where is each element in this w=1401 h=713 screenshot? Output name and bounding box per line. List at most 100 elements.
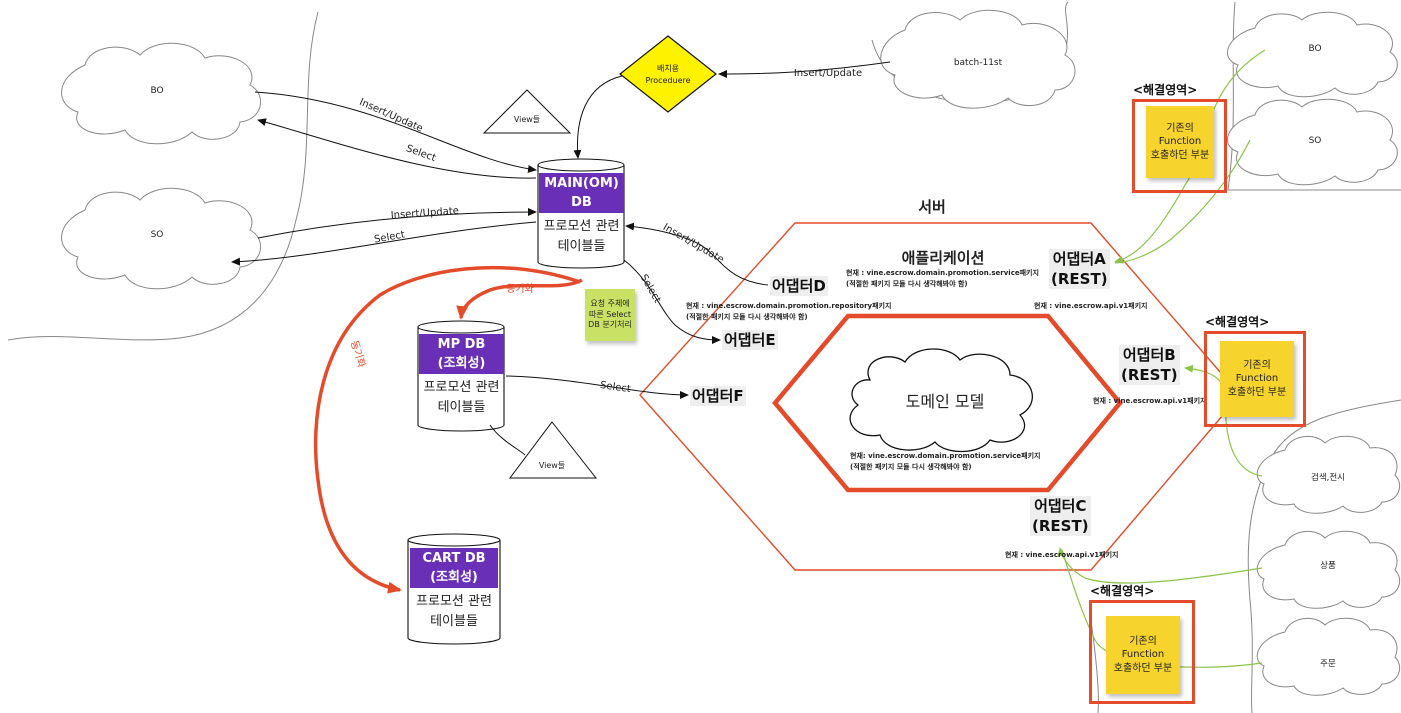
diamond-label-2: Proceduere (645, 76, 690, 85)
edge-label-adapterD-insert: Insert/Update (661, 222, 726, 266)
connectors (231, 61, 891, 456)
note-repository-line2: (적절한 패키지 모듈 다시 생각해봐야 함) (686, 313, 808, 321)
main-db-header: MAIN(OM) DB (539, 173, 624, 213)
adapter-c-type: (REST) (1032, 517, 1089, 535)
diamond-label-1: 배치용 (657, 64, 679, 73)
edge-label-so-select: Select (373, 229, 405, 245)
cloud-label-bo-right: BO (1308, 44, 1321, 54)
edge-bo-select (257, 118, 537, 179)
solution-area-box-1 (1132, 99, 1227, 193)
domain-hexagon (772, 313, 1123, 493)
edge-so-insert (257, 208, 537, 239)
cloud-label-order: 주문 (1320, 659, 1336, 669)
mp-db-head2: (조회성) (437, 356, 486, 371)
edge-label-batch-insert: Insert/Update (794, 68, 862, 79)
edge-label-bo-select: Select (404, 143, 437, 164)
sync-arrows (313, 265, 583, 594)
adapter-d: 어댑터D (770, 276, 828, 296)
green-order-to-c (1061, 549, 1263, 668)
note-repository-line1: 현재 : vine.escrow.domain.promotion.reposi… (686, 302, 892, 310)
cart-db-body2: 테이블들 (430, 614, 478, 629)
edge-so-select (231, 221, 537, 266)
solution-sticky-3-line2: Function (1121, 649, 1165, 661)
cloud-shapes (61, 9, 1400, 696)
solution-sticky-2: 기존의 Function 호출하던 부분 (1220, 341, 1294, 417)
note-adapter-b: 현재 : vine.escrow.api.v1패키지 (1093, 396, 1206, 407)
main-db-head1: MAIN(OM) (544, 176, 619, 191)
cart-db-body1: 프로모션 관련 (416, 594, 492, 609)
application-label: 애플리케이션 (902, 249, 985, 267)
edge-view-mp (489, 424, 526, 456)
adapter-b: 어댑터B (REST) (1119, 345, 1180, 385)
cloud-search (1256, 435, 1400, 514)
view-label-bottom: View들 (539, 461, 565, 470)
edge-label-main-select: Select (638, 273, 663, 305)
edge-label-bo-insert: Insert/Update (358, 97, 425, 135)
green-note: 요청 주체에 따른 Select DB 분기처리 (585, 289, 635, 341)
adapter-f: 어댑터F (690, 386, 746, 406)
sync-arrow-cart (313, 265, 581, 594)
solution-area-box-3 (1089, 600, 1195, 704)
edge-batch-to-diamond (718, 61, 891, 78)
cloud-label-product: 상품 (1320, 560, 1336, 571)
edge-label-sync2: 동기화 (348, 339, 368, 369)
solution-area-box-2 (1204, 331, 1306, 427)
solution-sticky-2-line2: Function (1235, 373, 1279, 385)
adapter-c: 어댑터C (REST) (1030, 496, 1091, 536)
cloud-label-search: 검색,전시 (1311, 472, 1345, 483)
solution-sticky-2-line3: 호출하던 부분 (1227, 386, 1287, 398)
main-db: MAIN(OM) DB 프로모션 관련 테이블들 (539, 173, 624, 257)
cart-db: CART DB (조회성) 프로모션 관련 테이블들 (410, 548, 498, 632)
solution-sticky-1-line1: 기존의 (1166, 122, 1194, 134)
adapter-c-name: 어댑터C (1034, 497, 1087, 515)
cloud-bo-left (61, 42, 261, 145)
cloud-so-right (1227, 98, 1398, 186)
solution-sticky-2-line1: 기존의 (1243, 359, 1271, 371)
edge-label-mp-select: Select (599, 380, 631, 395)
cloud-product (1256, 530, 1400, 609)
solution-area-tag-2: <해결영역> (1205, 315, 1270, 329)
server-hexagon (639, 222, 1241, 571)
solution-sticky-3-line1: 기존의 (1129, 635, 1157, 647)
adapter-b-type: (REST) (1121, 366, 1178, 384)
cart-db-head2: (조회성) (430, 570, 478, 585)
main-db-body1: 프로모션 관련 (543, 219, 620, 234)
note-app-service-line1: 현재 : vine.escrow.domain.promotion.servic… (846, 269, 1039, 277)
note-adapter-a-text: 현재 : vine.escrow.api.v1패키지 (1034, 302, 1148, 310)
mp-db-header: MP DB (조회성) (419, 334, 504, 374)
adapter-a: 어댑터A (REST) (1049, 249, 1110, 289)
cloud-batch (880, 9, 1076, 109)
note-adapter-c: 현재 : vine.escrow.api.v1패키지 (1005, 550, 1118, 561)
note-adapter-b-text: 현재 : vine.escrow.api.v1패키지 (1093, 397, 1207, 405)
edge-bo-insert (254, 91, 537, 173)
adapter-e: 어댑터E (722, 330, 778, 350)
cloud-bo-right (1227, 11, 1398, 98)
cloud-label-so-left: SO (151, 230, 164, 240)
cloud-so-left (61, 187, 261, 290)
mp-db-body1: 프로모션 관련 (423, 380, 500, 395)
solution-area-tag-3: <해결영역> (1090, 584, 1155, 598)
server-title: 서버 (918, 198, 946, 216)
mp-db: MP DB (조회성) 프로모션 관련 테이블들 (419, 334, 504, 418)
note-repository: 현재 : vine.escrow.domain.promotion.reposi… (686, 301, 891, 323)
cloud-label-bo-left: BO (150, 86, 163, 96)
solution-area-tag-1: <해결영역> (1133, 83, 1198, 97)
note-app-service: 현재 : vine.escrow.domain.promotion.servic… (846, 268, 1039, 290)
solution-sticky-1-line3: 호출하던 부분 (1150, 149, 1210, 161)
solution-sticky-3: 기존의 Function 호출하던 부분 (1106, 616, 1180, 694)
note-app-service-line2: (적절한 패키지 모듈 다시 생각해봐야 함) (846, 280, 968, 288)
cloud-label-batch: batch-11st (954, 58, 1003, 68)
edge-label-so-insert: Insert/Update (390, 206, 459, 222)
edge-main-select (623, 259, 721, 344)
mp-db-body2: 테이블들 (437, 400, 486, 415)
sync-arrow-mp (456, 278, 583, 320)
green-so-to-a (1114, 139, 1251, 264)
main-db-head2: DB (571, 195, 592, 210)
cart-db-header: CART DB (조회성) (410, 548, 498, 588)
adapter-b-name: 어댑터B (1122, 346, 1176, 364)
edge-diamond-to-main (573, 75, 623, 159)
view-label-top: View들 (514, 115, 540, 124)
adapter-a-name: 어댑터A (1052, 250, 1106, 268)
edge-adapterD-insert (625, 222, 769, 286)
domain-model-cloud (849, 348, 1033, 453)
